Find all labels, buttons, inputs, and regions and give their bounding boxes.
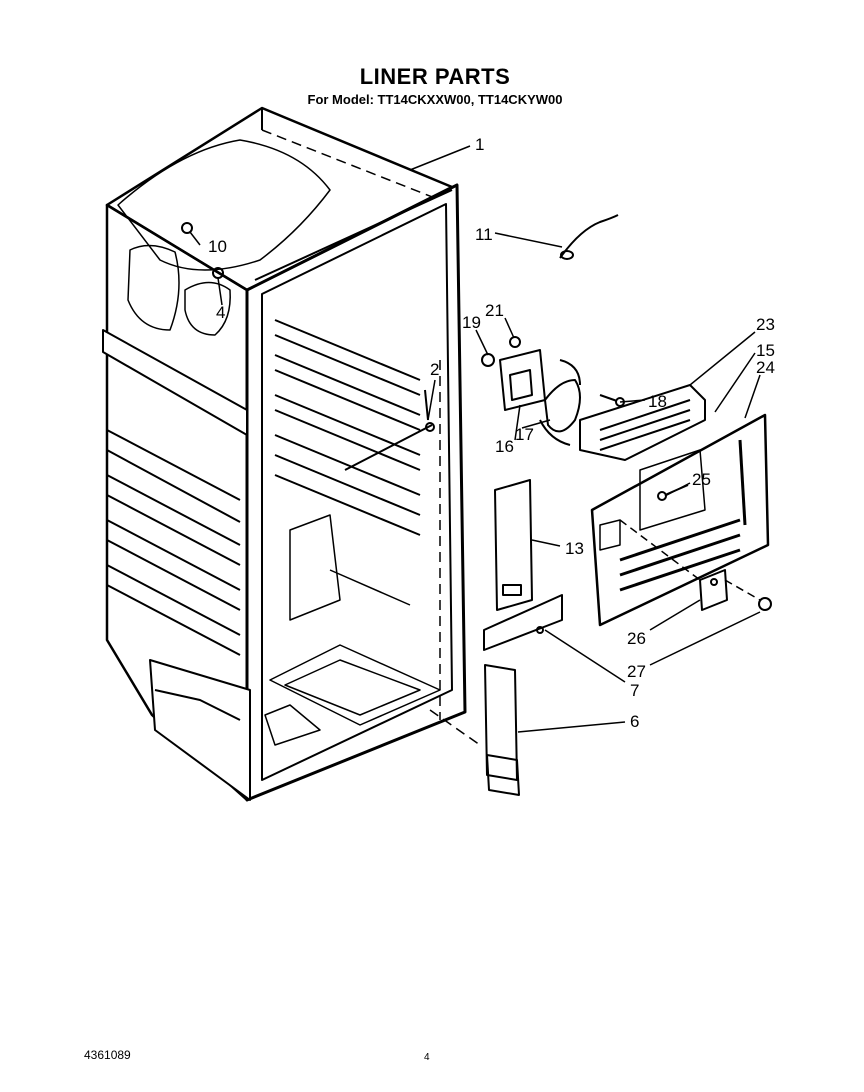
callout-19: 19 [462,313,481,332]
callout-21: 21 [485,301,504,320]
duct-seal [483,594,563,651]
callout-15: 15 [756,341,775,360]
callout-4: 4 [216,303,225,322]
control-knob [758,597,772,611]
callout-2: 2 [430,360,439,379]
callout-1: 1 [475,135,484,154]
wire-harness [559,214,619,260]
callout-16: 16 [495,437,514,456]
control-housing [579,384,706,461]
fan-motor-assembly [481,336,581,446]
page-number: 4 [424,1052,430,1063]
callout-11: 11 [475,225,493,244]
control-panel [590,413,770,627]
callout-6: 6 [630,712,639,731]
model-subtitle: For Model: TT14CKXXW00, TT14CKYW00 [307,92,563,107]
callout-17: 17 [515,425,534,444]
callout-25: 25 [692,470,711,489]
callout-24: 24 [756,358,775,377]
callout-18: 18 [648,392,667,411]
callout-26: 26 [627,629,646,648]
leader-lines [189,145,761,733]
screw [599,394,625,407]
thermostat-tube [344,389,435,471]
diagram-title: LINER PARTS [359,64,511,89]
callout-labels: 1 2 4 6 7 10 11 13 15 16 17 18 19 21 23 … [208,135,775,731]
cover-plate [619,519,761,611]
callout-7: 7 [630,681,639,700]
callout-10: 10 [208,237,227,256]
callout-27: 27 [627,662,646,681]
document-number: 4361089 [84,1048,131,1062]
lower-duct [484,664,520,796]
callout-23: 23 [756,315,775,334]
air-duct [494,479,533,611]
callout-13: 13 [565,539,584,558]
refrigerator-liner [102,106,481,802]
